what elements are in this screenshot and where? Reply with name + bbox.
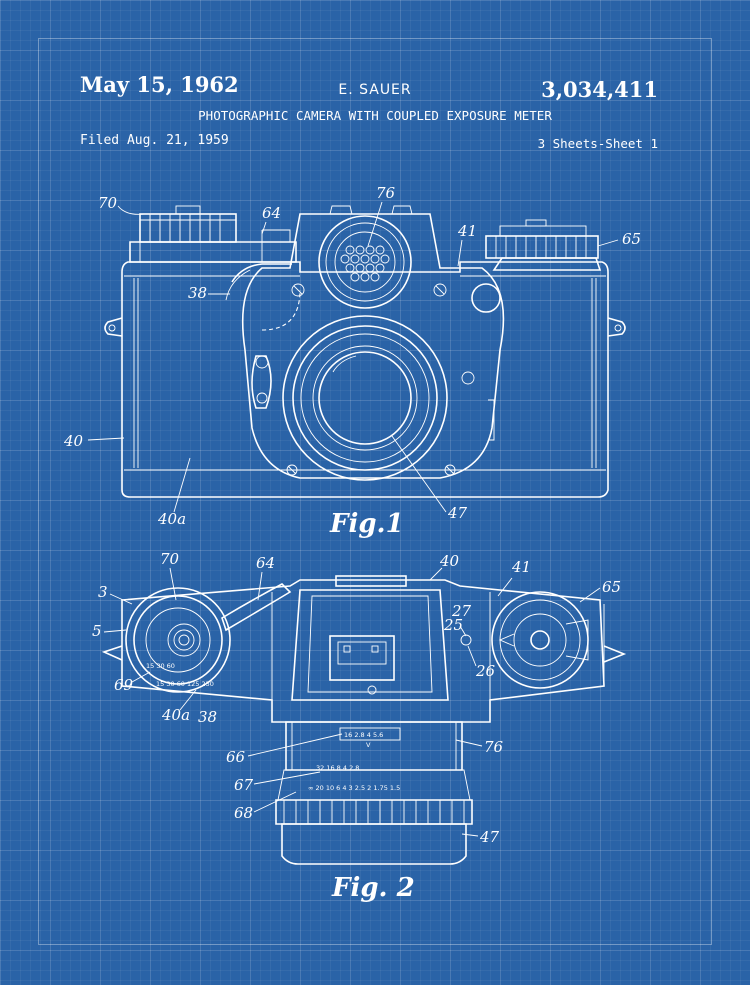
fig2-dial-outer-scale: 15 30 60 125 250 (156, 680, 214, 688)
inventor-name: E. SAUER (338, 82, 412, 98)
fig2-focus-scale: ∞ 20 10 6 4 3 2.5 2 1.75 1.5 (308, 784, 400, 792)
fig2-camera-top: 15 30 60 15 30 60 125 250 16 2.8 4 5.6 V… (92, 550, 627, 903)
fig2-caption: Fig. 2 (331, 873, 415, 903)
fig2-dial-inner-scale: 15 30 60 (146, 662, 175, 670)
fig1-label-65: 65 (622, 230, 641, 248)
fig2-label-65: 65 (602, 578, 621, 596)
sheet-count: 3 Sheets-Sheet 1 (537, 136, 658, 151)
fig2-label-40a: 40a (161, 706, 190, 724)
fig2-label-3: 3 (98, 583, 108, 601)
fig2-label-5: 5 (92, 622, 102, 640)
fig1-label-40: 40 (63, 432, 84, 450)
fig1-label-47: 47 (447, 504, 468, 522)
fig2-meter-scale: 16 2.8 4 5.6 (344, 731, 383, 739)
fig2-label-41: 41 (511, 558, 531, 576)
fig1-label-40a: 40a (157, 510, 186, 528)
sheet-border (38, 38, 712, 945)
fig2-label-38: 38 (198, 708, 217, 726)
fig2-label-64: 64 (256, 554, 275, 572)
fig1-label-38: 38 (188, 284, 207, 302)
fig1-camera-front: 70 64 76 41 65 38 40 40a 47 Fig.1 (63, 184, 641, 539)
fig2-label-25: 25 (443, 616, 463, 634)
fig2-label-27: 27 (451, 602, 472, 620)
fig2-label-40: 40 (439, 552, 460, 570)
fig1-label-64: 64 (262, 204, 281, 222)
fig2-label-67: 67 (234, 776, 254, 794)
fig2-label-66: 66 (226, 748, 246, 766)
fig1-label-70: 70 (98, 194, 118, 212)
meter-honeycomb (340, 245, 390, 282)
fig2-label-69: 69 (114, 676, 134, 694)
fig2-label-70: 70 (160, 550, 180, 568)
patent-date: May 15, 1962 (80, 72, 239, 97)
fig1-label-41: 41 (457, 222, 477, 240)
fig1-caption: Fig.1 (329, 509, 404, 539)
fig2-label-26: 26 (475, 662, 496, 680)
fig2-label-76: 76 (484, 738, 504, 756)
patent-number: 3,034,411 (541, 77, 658, 102)
fig2-meter-indicator: V (366, 741, 371, 749)
patent-title: PHOTOGRAPHIC CAMERA WITH COUPLED EXPOSUR… (198, 108, 552, 123)
fig2-aperture-scale: 32 16 8 4 2.8 (316, 764, 359, 772)
fig2-label-47: 47 (479, 828, 500, 846)
filed-date: Filed Aug. 21, 1959 (80, 133, 229, 148)
fig1-label-76: 76 (376, 184, 396, 202)
fig2-label-68: 68 (234, 804, 253, 822)
